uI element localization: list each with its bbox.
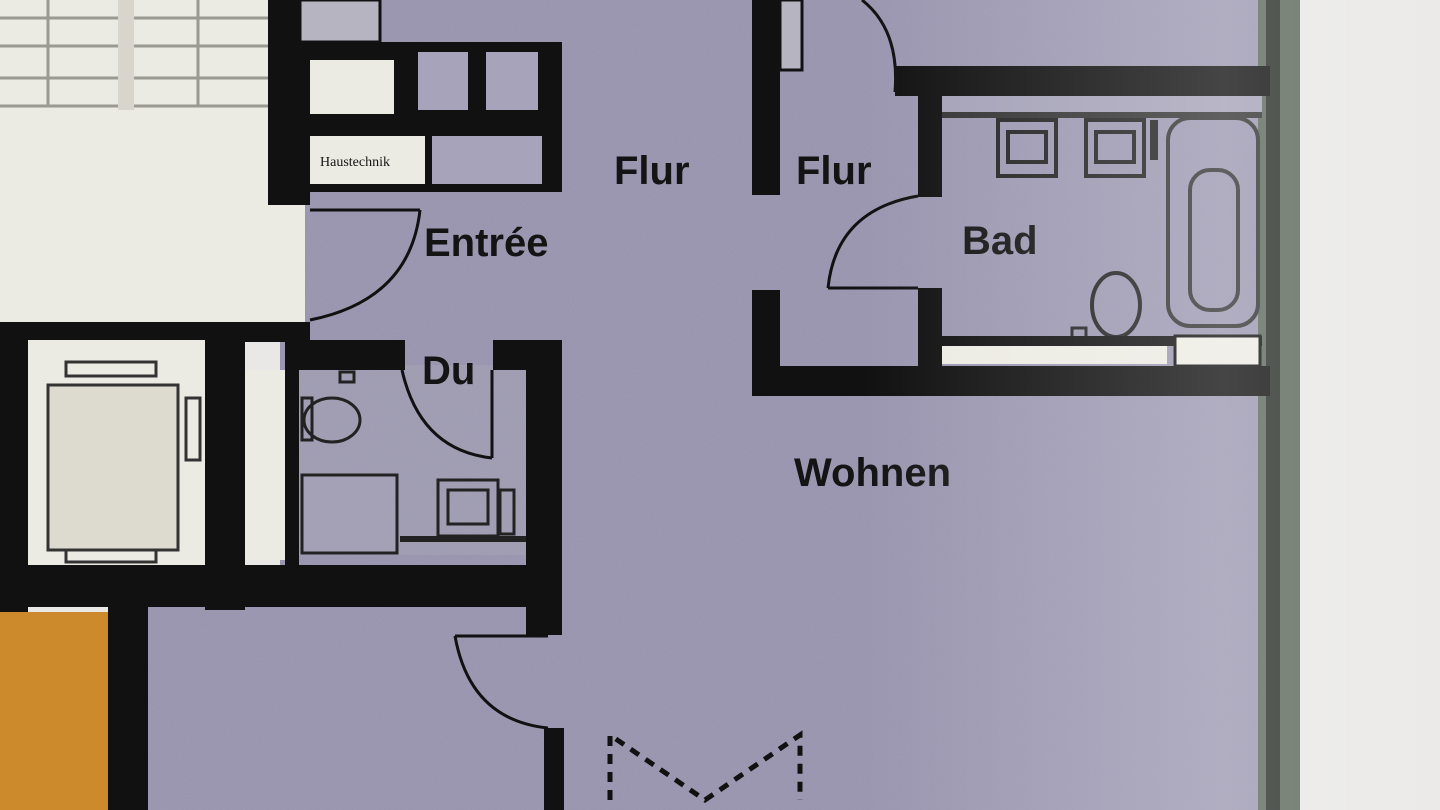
shower-icon (300, 473, 399, 555)
elevator-icon (46, 360, 202, 564)
room-label-flur-right: Flur (796, 149, 872, 193)
orange-area (0, 612, 108, 810)
room-label-wohnen: Wohnen (794, 451, 951, 495)
haustechnik-label: Haustechnik (320, 155, 390, 170)
haustechnik-room (310, 60, 394, 114)
room-label-entree: Entrée (424, 221, 549, 265)
room-label-bad: Bad (962, 219, 1038, 263)
room-label-flur-left: Flur (614, 149, 690, 193)
room-label-du: Du (422, 349, 475, 393)
stairs-icon (0, 0, 305, 325)
